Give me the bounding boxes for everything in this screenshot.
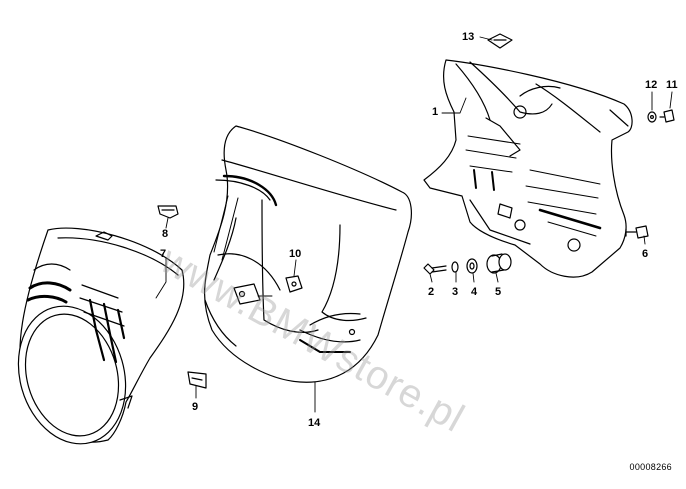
part-13-clip <box>487 33 513 49</box>
callout-10[interactable]: 10 <box>289 248 302 260</box>
callout-6[interactable]: 6 <box>642 248 649 260</box>
part-10-nut <box>285 275 303 293</box>
callout-14[interactable]: 14 <box>308 417 321 429</box>
part-4-washer <box>466 258 478 274</box>
callout-1[interactable]: 1 <box>432 106 439 118</box>
callout-9[interactable]: 9 <box>192 401 199 413</box>
callout-5[interactable]: 5 <box>495 286 502 298</box>
callout-12[interactable]: 12 <box>645 79 658 91</box>
callout-3[interactable]: 3 <box>452 286 459 298</box>
callout-11[interactable]: 11 <box>666 79 678 91</box>
part-9-clip <box>187 371 207 389</box>
part-7-headlight-ring <box>17 227 185 445</box>
part-14-fairing-shell <box>203 125 412 383</box>
leader-lines <box>155 36 673 413</box>
part-8-clip <box>157 205 179 219</box>
part-6-screw <box>625 225 649 239</box>
part-5-grommet <box>486 253 512 274</box>
part-3-washer <box>451 261 459 273</box>
callout-13[interactable]: 13 <box>462 31 475 43</box>
part-12-washer <box>647 111 657 123</box>
callout-4[interactable]: 4 <box>471 286 478 298</box>
part-11-screw <box>659 109 675 123</box>
callout-2[interactable]: 2 <box>428 286 435 298</box>
callout-7[interactable]: 7 <box>160 248 167 260</box>
callout-8[interactable]: 8 <box>162 228 169 240</box>
part-1-inner-bracket <box>423 59 633 278</box>
drawing-number: 00008266 <box>629 462 672 472</box>
part-2-bolt <box>423 263 447 275</box>
